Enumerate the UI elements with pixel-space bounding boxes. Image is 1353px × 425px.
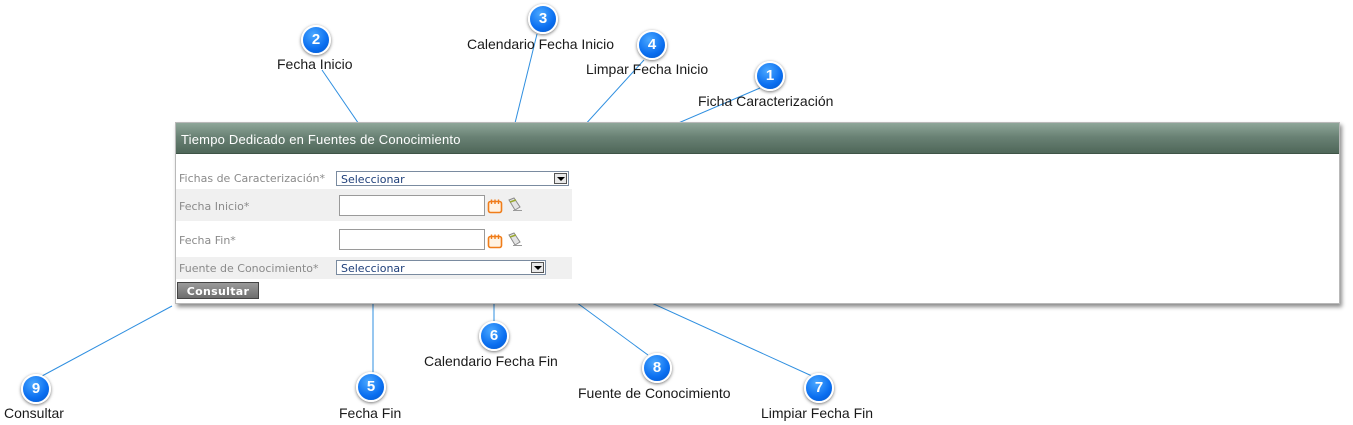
- callout-label: Fuente de Conocimiento: [578, 385, 731, 401]
- fichas-select-value: Seleccionar: [341, 173, 405, 186]
- chevron-down-icon[interactable]: [531, 262, 544, 273]
- callout-label: Fecha Inicio: [277, 56, 353, 72]
- fichas-label: Fichas de Caracterización*: [179, 172, 326, 185]
- callout-badge: 8: [642, 353, 672, 383]
- row-fecha-inicio: Fecha Inicio*: [176, 189, 572, 221]
- callout-badge: 6: [479, 321, 509, 351]
- callout-badge: 4: [637, 30, 667, 60]
- callout-badge: 9: [21, 374, 51, 404]
- calendar-icon[interactable]: [487, 233, 503, 249]
- chevron-down-icon[interactable]: [554, 173, 567, 184]
- eraser-icon[interactable]: [507, 231, 523, 247]
- eraser-icon[interactable]: [507, 196, 523, 212]
- fuente-label: Fuente de Conocimiento*: [179, 262, 319, 275]
- callout-label: Limpar Fecha Inicio: [586, 61, 709, 77]
- callout-label: Calendario Fecha Fin: [424, 353, 558, 369]
- fecha-fin-label: Fecha Fin*: [179, 234, 236, 247]
- fuente-select[interactable]: Seleccionar: [336, 260, 546, 275]
- fuente-select-value: Seleccionar: [341, 262, 405, 275]
- consultar-button[interactable]: Consultar: [177, 282, 259, 299]
- callout-label: Ficha Caracterización: [698, 93, 834, 109]
- callout-label: Consultar: [4, 405, 64, 421]
- fichas-select[interactable]: Seleccionar: [336, 171, 569, 186]
- callout-badge: 2: [301, 25, 331, 55]
- panel-title: Tiempo Dedicado en Fuentes de Conocimien…: [176, 123, 1339, 154]
- callout-label: Calendario Fecha Inicio: [467, 36, 615, 52]
- fecha-inicio-input[interactable]: [339, 195, 485, 216]
- callout-badge: 3: [528, 4, 558, 34]
- row-fichas: Fichas de Caracterización* Seleccionar: [176, 163, 576, 193]
- callout-label: Fecha Fin: [339, 405, 402, 421]
- fecha-inicio-label: Fecha Inicio*: [179, 200, 250, 213]
- callout-badge: 1: [755, 61, 785, 91]
- row-fecha-fin: Fecha Fin*: [176, 223, 572, 253]
- callout-badge: 7: [804, 373, 834, 403]
- callout-label: Limpiar Fecha Fin: [761, 405, 874, 421]
- fecha-fin-input[interactable]: [339, 229, 485, 250]
- calendar-icon[interactable]: [487, 198, 503, 214]
- callout-badge: 5: [356, 372, 386, 402]
- leader-line-9: [41, 305, 173, 377]
- form-panel: Tiempo Dedicado en Fuentes de Conocimien…: [175, 122, 1340, 304]
- row-fuente: Fuente de Conocimiento* Seleccionar: [176, 257, 572, 279]
